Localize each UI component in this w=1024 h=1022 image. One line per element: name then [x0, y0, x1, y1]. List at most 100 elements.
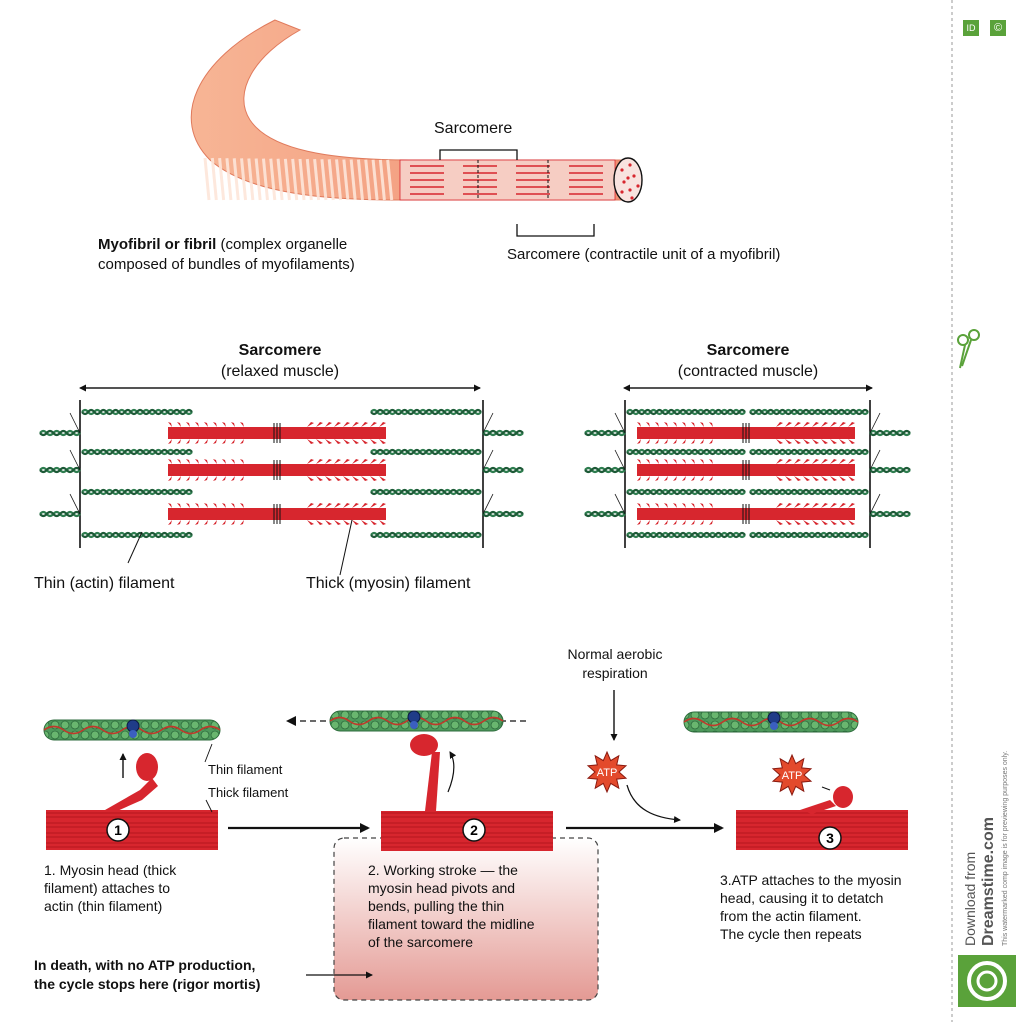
myosin-head-bump	[821, 503, 828, 508]
myosin-head-bump	[222, 503, 226, 508]
myosin-head-bump	[700, 520, 704, 525]
myosin-head-1	[136, 753, 158, 781]
myosin-head-bump	[343, 422, 350, 427]
actin-strand	[39, 466, 81, 474]
myosin-head-bump	[655, 476, 659, 481]
myosin-head-bump	[848, 476, 855, 481]
myosin-head-bump	[213, 459, 217, 464]
myosin-head-bump	[839, 459, 846, 464]
thin-label-leader	[127, 531, 143, 564]
step2-text-line: filament toward the midline	[368, 916, 535, 932]
myosin-head-bump	[803, 459, 810, 464]
myosin-head-bump	[637, 459, 641, 464]
myosin-head-bump	[370, 422, 377, 427]
sarcomere-contracted	[584, 384, 911, 548]
myosin-head-bump	[839, 422, 846, 427]
myosin-head-bump	[803, 439, 810, 444]
myosin-head-bump	[370, 503, 377, 508]
atp-label: ATP	[597, 767, 618, 779]
relaxed-title: Sarcomere	[238, 342, 322, 359]
step3-text-line: The cycle then repeats	[720, 926, 862, 942]
actin-strand	[370, 531, 482, 539]
myosin-head-bump	[168, 439, 172, 444]
myosin-head-bump	[821, 459, 828, 464]
myosin-head-bump	[776, 439, 783, 444]
death-note-line1: In death, with no ATP production,	[34, 957, 256, 973]
step-number-3-text: 3	[826, 830, 834, 846]
atp-burst	[586, 750, 628, 794]
fiber-band	[349, 159, 357, 201]
myosin-head-bump	[370, 476, 377, 481]
myosin-neck-1	[105, 778, 158, 812]
myosin-head-bump	[821, 520, 828, 525]
myosin-head-bump	[316, 476, 323, 481]
myosin-head-bump	[352, 476, 359, 481]
actin-strand	[370, 448, 482, 456]
z-link	[482, 449, 494, 471]
myosin-head-bump	[682, 459, 686, 464]
myofibril-illustration	[190, 19, 643, 237]
myofibril-rest-1: (complex organelle	[220, 236, 348, 253]
myosin-head-bump	[177, 520, 181, 525]
myosin-head-bump	[325, 503, 332, 508]
myosin-head-bump	[195, 422, 199, 427]
myosin-head-bump	[240, 503, 244, 508]
z-link	[869, 412, 881, 434]
step-number-2-text: 2	[470, 822, 478, 838]
step1-text-line: 1. Myosin head (thick	[44, 862, 177, 878]
actin-strand	[749, 408, 869, 416]
myosin-head-bump	[195, 476, 199, 481]
myosin-head-bump	[334, 422, 341, 427]
thick-myosin-label: Thick (myosin) filament	[306, 575, 471, 592]
myosin-head-bump	[334, 459, 341, 464]
z-link	[69, 412, 81, 434]
thin-filament-leader	[204, 743, 213, 763]
myosin-head-bump	[240, 476, 244, 481]
step-number-1: 1	[106, 818, 130, 842]
myosin-neck-3	[800, 800, 836, 814]
myosin-head-bump	[379, 503, 386, 508]
myosin-head-bump	[316, 520, 323, 525]
myosin-head-bump	[343, 459, 350, 464]
cross-dot	[626, 176, 630, 180]
myosin-head-bump	[655, 459, 659, 464]
copyright-badge: ©	[990, 20, 1006, 36]
myosin-head-bump	[691, 476, 695, 481]
myosin-head-bump	[673, 459, 677, 464]
myosin-head-bump	[700, 439, 704, 444]
step2-text-line: myosin head pivots and	[368, 880, 516, 896]
myosin-head-bump	[316, 439, 323, 444]
myosin-head-bump	[646, 422, 650, 427]
cross-dot	[628, 163, 632, 167]
myosin-head-bump	[673, 476, 677, 481]
myosin-head-bump	[204, 476, 208, 481]
z-link	[614, 493, 626, 515]
myosin-head-bump	[325, 439, 332, 444]
fiber-band	[261, 158, 269, 201]
actin-strand	[482, 510, 524, 518]
myosin-head-bump	[379, 476, 386, 481]
myosin-head-bump	[343, 439, 350, 444]
myosin-head-bump	[709, 520, 713, 525]
myosin-head-bump	[307, 476, 314, 481]
myosin-head-bump	[646, 476, 650, 481]
atp-burst-attached	[771, 753, 813, 797]
myosin-head-bump	[709, 459, 713, 464]
myosin-head-bump	[700, 422, 704, 427]
myosin-head-bump	[379, 520, 386, 525]
myosin-head-bump	[821, 422, 828, 427]
myosin-head-bump	[325, 520, 332, 525]
z-link	[614, 412, 626, 434]
thin-filament-label: Thin filament	[208, 762, 283, 777]
fiber-band	[210, 157, 218, 201]
myosin-head-bump	[794, 503, 801, 508]
myosin-head-bump	[213, 503, 217, 508]
z-link	[614, 449, 626, 471]
actin-strand	[81, 448, 193, 456]
myosin-head-bump	[812, 422, 819, 427]
myosin-head-bump	[830, 520, 837, 525]
fiber-band	[269, 158, 277, 201]
myosin-head-bump	[812, 476, 819, 481]
myosin-head-bump	[195, 503, 199, 508]
respiration-label-2: respiration	[582, 665, 648, 681]
